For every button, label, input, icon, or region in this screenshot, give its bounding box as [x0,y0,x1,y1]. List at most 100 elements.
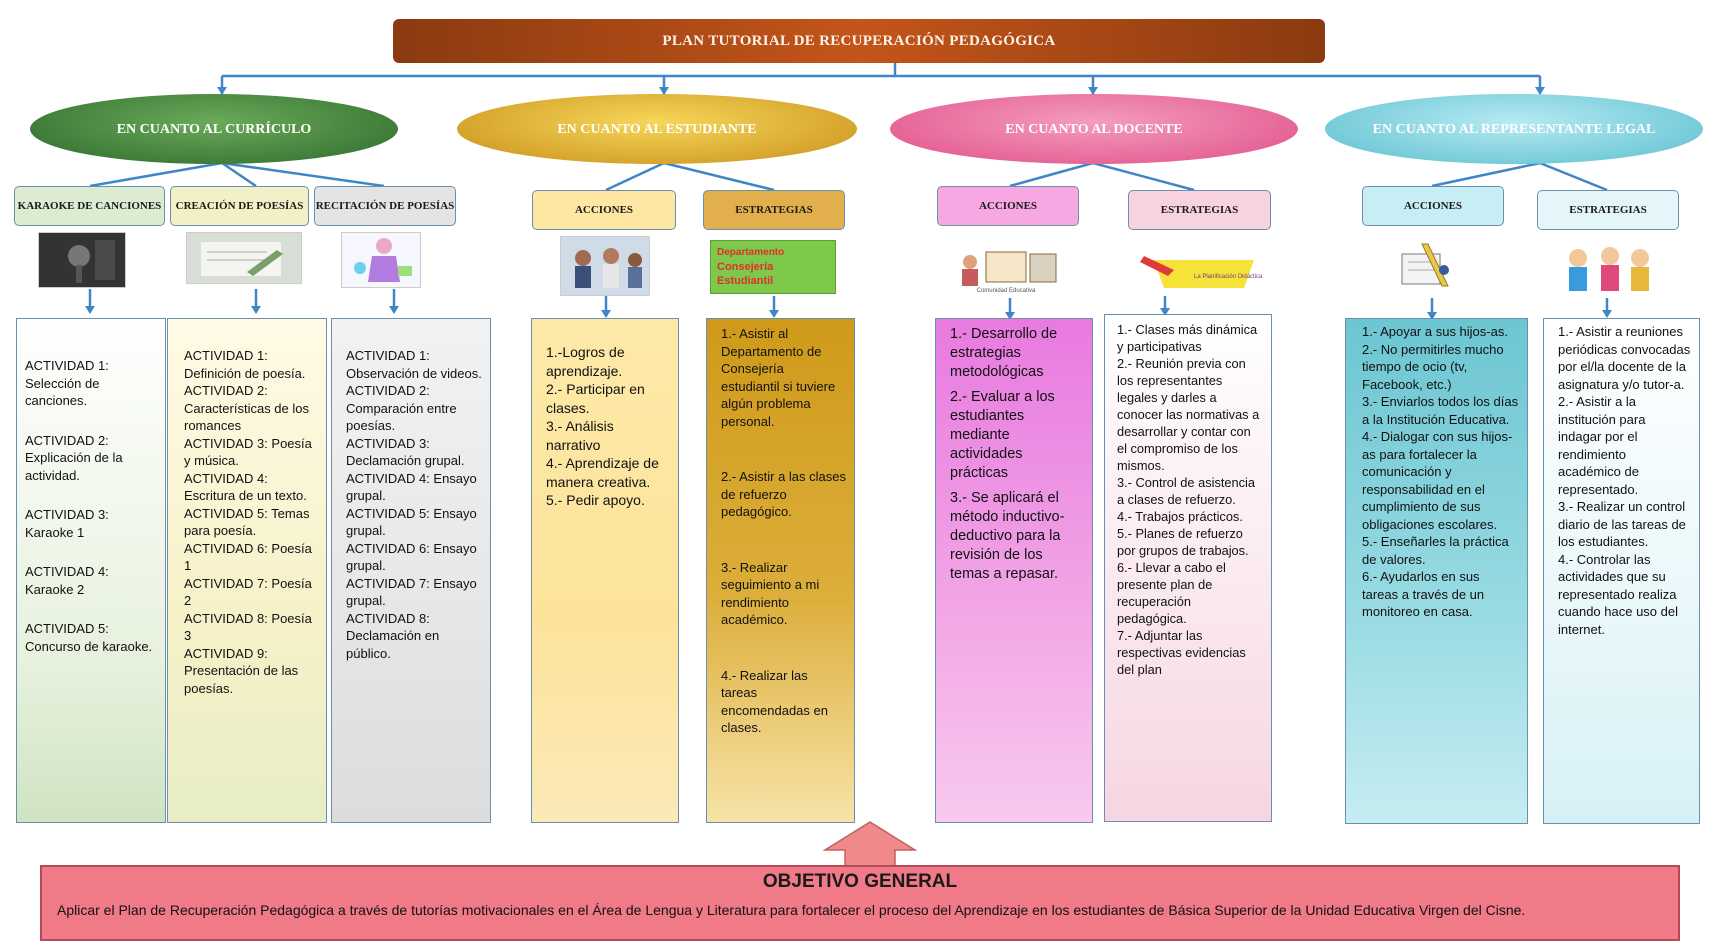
column-creacion: ACTIVIDAD 1: Definición de poesía. ACTIV… [167,318,327,823]
subheader-creacion: CREACIÓN DE POESÍAS [170,186,309,226]
recitacion-activity: ACTIVIDAD 3: Declamación grupal. [346,435,465,469]
subheader-recitacion: RECITACIÓN DE POESÍAS [314,186,456,226]
recitacion-activity: ACTIVIDAD 2: Comparación entre poesías. [346,383,457,433]
creacion-activity: ACTIVIDAD 9: Presentación de las poesías… [184,645,299,696]
column-acciones-docente: 1.- Desarrollo de estrategias metodológi… [935,318,1093,823]
representante-estrategia: 4.- Controlar las actividades que su rep… [1558,551,1678,637]
recitacion-activity: ACTIVIDAD 4: Ensayo grupal. [346,470,477,504]
teacher-image: Comunidad Educativa [950,244,1062,298]
karaoke-activity: ACTIVIDAD 3: Karaoke 1 [25,507,109,540]
objective-title: OBJETIVO GENERAL [762,871,958,892]
representante-accion: 2.- No permitirles mucho tiempo de ocio … [1362,341,1504,392]
docente-estrategia: 2.- Reunión previa con los representante… [1117,356,1260,473]
representante-accion: 1.- Apoyar a sus hijos-as. [1362,324,1508,339]
representante-estrategia: 3.- Realizar un control diario de las ta… [1558,499,1686,549]
consejeria-label-3: Estudiantil [717,275,774,287]
objective-text: Aplicar el Plan de Recuperación Pedagógi… [57,902,1526,918]
objective-box: OBJETIVO GENERAL Aplicar el Plan de Recu… [40,865,1680,941]
branch-estudiante: EN CUANTO AL ESTUDIANTE [457,94,857,164]
karaoke-activity: ACTIVIDAD 5: Concurso de karaoke. [25,621,153,654]
classroom-image [560,236,650,296]
docente-accion: 3.- Se aplicará el método inductivo-dedu… [950,490,1065,582]
parent-image [1388,240,1466,298]
pencil-planning-icon: La Planificación Didáctica [1140,256,1263,288]
estudiante-estrategia: 2.- Asistir a las clases de refuerzo ped… [721,469,846,519]
subheader-estrategias-representante: ESTRATEGIAS [1537,190,1679,230]
subheader-acciones-estudiante: ACCIONES [532,190,676,230]
column-estrategias-estudiante: 1.- Asistir al Departamento de Consejerí… [706,318,855,823]
docente-estrategia: 1.- Clases más dinámica y participativas [1117,322,1258,354]
recitacion-activity: ACTIVIDAD 5: Ensayo grupal. [346,505,477,539]
recitacion-activity: ACTIVIDAD 1: Observación de videos. [346,348,482,381]
karaoke-image [38,232,126,288]
column-karaoke: ACTIVIDAD 1: Selección de canciones. ACT… [16,318,166,823]
column-estrategias-representante: 1.- Asistir a reuniones periódicas convo… [1543,318,1700,824]
estudiante-accion: 1.-Logros de aprendizaje. [546,344,625,379]
recitacion-activity: ACTIVIDAD 6: Ensayo grupal. [346,540,477,574]
children-icon [1569,247,1649,291]
representante-accion: 5.- Enseñarles la práctica de valores. [1362,534,1509,567]
estudiante-accion: 2.- Participar en clases. [546,381,645,416]
estudiante-estrategia: 3.- Realizar seguimiento a mi rendimient… [721,559,820,628]
consejeria-label-2: Consejería [717,261,774,273]
creacion-activity: ACTIVIDAD 4: Escritura de un texto. [184,470,307,504]
estudiante-estrategia: 4.- Realizar las tareas encomendadas en … [721,667,828,736]
recitacion-activity: ACTIVIDAD 7: Ensayo grupal. [346,575,477,609]
representante-estrategia: 1.- Asistir a reuniones periódicas convo… [1558,324,1691,392]
column-acciones-estudiante: 1.-Logros de aprendizaje. 2.- Participar… [531,318,679,823]
docente-estrategia: 5.- Planes de refuerzo por grupos de tra… [1117,526,1249,558]
creacion-activity: ACTIVIDAD 8: Poesía 3 [184,610,312,644]
docente-estrategia: 6.- Llevar a cabo el presente plan de re… [1117,560,1226,626]
planning-caption: La Planificación Didáctica [1194,274,1263,280]
column-recitacion: ACTIVIDAD 1: Observación de videos. ACTI… [331,318,491,823]
creacion-activity: ACTIVIDAD 1: Definición de poesía. [184,348,306,381]
docente-estrategia: 4.- Trabajos prácticos. [1117,509,1243,524]
estudiante-estrategia: 1.- Asistir al Departamento de Consejerí… [721,326,836,429]
writing-hand-icon [187,233,301,283]
pencil-man-icon [1401,243,1449,287]
estudiante-accion: 3.- Análisis narrativo [546,418,614,453]
karaoke-activity: ACTIVIDAD 4: Karaoke 2 [25,564,109,597]
estudiante-accion: 5.- Pedir apoyo. [546,492,645,508]
students-icon [561,237,649,295]
representante-accion: 6.- Ayudarlos en sus tareas a través de … [1362,569,1485,619]
docente-accion: 1.- Desarrollo de estrategias metodológi… [950,326,1058,380]
subheader-acciones-docente: ACCIONES [937,186,1079,226]
docente-accion: 2.- Evaluar a los estudiantes mediante a… [950,389,1055,481]
teacher-caption: Comunidad Educativa [976,288,1036,294]
karaoke-activity: ACTIVIDAD 1: Selección de canciones. [25,358,109,408]
recitation-image [341,232,421,288]
column-acciones-representante: 1.- Apoyar a sus hijos-as. 2.- No permit… [1345,318,1528,824]
subheader-estrategias-estudiante: ESTRATEGIAS [703,190,845,230]
subheader-karaoke: KARAOKE DE CANCIONES [14,186,165,226]
creacion-activity: ACTIVIDAD 6: Poesía 1 [184,540,312,574]
diagram-title: PLAN TUTORIAL DE RECUPERACIÓN PEDAGÓGICA [393,19,1325,63]
creacion-activity: ACTIVIDAD 7: Poesía 2 [184,575,312,609]
children-image [1560,238,1658,298]
karaoke-activity: ACTIVIDAD 2: Explicación de la actividad… [25,432,123,483]
consejeria-label-1: Departamento [717,247,785,258]
performer-icon [354,238,412,282]
teacher-board-icon [962,251,1057,286]
representante-accion: 3.- Enviarlos todos los días a la Instit… [1362,394,1519,427]
planning-image: La Planificación Didáctica [1134,248,1266,294]
branch-curriculo: EN CUANTO AL CURRÍCULO [30,94,398,164]
estudiante-accion: 4.- Aprendizaje de manera creativa. [546,455,659,490]
docente-estrategia: 7.- Adjuntar las respectivas evidencias … [1117,628,1246,677]
subheader-estrategias-docente: ESTRATEGIAS [1128,190,1271,230]
creacion-activity: ACTIVIDAD 2: Características de los roma… [184,383,309,433]
docente-estrategia: 3.- Control de asistencia a clases de re… [1117,475,1255,507]
recitacion-activity: ACTIVIDAD 8: Declamación en público. [346,610,440,661]
microphone-icon [39,233,125,287]
branch-docente: EN CUANTO AL DOCENTE [890,94,1298,164]
representante-accion: 4.- Dialogar con sus hijos-as para forta… [1362,429,1513,532]
writing-image [186,232,302,284]
column-estrategias-docente: 1.- Clases más dinámica y participativas… [1104,314,1272,822]
representante-estrategia: 2.- Asistir a la institución para indaga… [1558,394,1646,497]
subheader-acciones-representante: ACCIONES [1362,186,1504,226]
creacion-activity: ACTIVIDAD 3: Poesía y música. [184,435,312,469]
consejeria-image: Departamento Consejería Estudiantil [710,240,836,294]
branch-representante: EN CUANTO AL REPRESENTANTE LEGAL [1325,94,1703,164]
creacion-activity: ACTIVIDAD 5: Temas para poesía. [184,505,310,539]
